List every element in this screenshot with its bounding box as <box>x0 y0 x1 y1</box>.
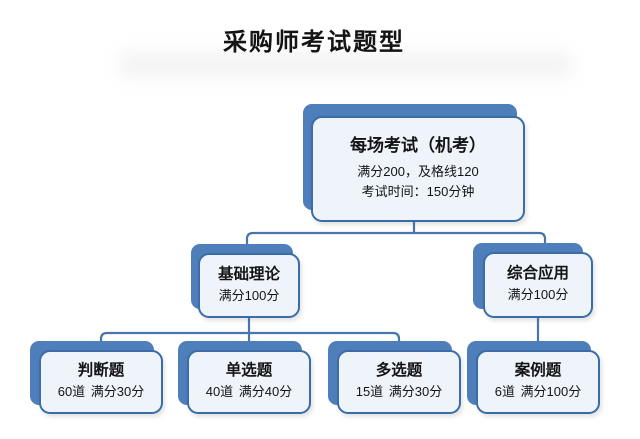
node-single-choice-heading: 单选题 <box>225 362 273 380</box>
watermark-smudge <box>118 52 573 78</box>
node-exam-heading: 每场考试（机考） <box>350 136 486 156</box>
node-exam-card: 每场考试（机考） 满分200，及格线120 考试时间：150分钟 <box>311 116 525 222</box>
node-exam: 每场考试（机考） 满分200，及格线120 考试时间：150分钟 <box>303 104 533 230</box>
node-single-choice-card: 单选题 40道 满分40分 <box>187 350 311 414</box>
node-exam-line-2: 考试时间：150分钟 <box>361 184 475 200</box>
node-single-choice: 单选题 40道 满分40分 <box>178 341 314 417</box>
node-comprehensive-line-1: 满分100分 <box>507 287 569 303</box>
connector-level2-elbow <box>245 231 547 255</box>
node-comprehensive-heading: 综合应用 <box>506 265 569 283</box>
node-case-study-card: 案例题 6道 满分100分 <box>476 350 600 414</box>
node-judgment-card: 判断题 60道 满分30分 <box>39 350 163 414</box>
node-basic-theory-card: 基础理论 满分100分 <box>198 253 300 318</box>
node-case-study-line-1: 6道 满分100分 <box>494 384 582 400</box>
node-case-study: 案例题 6道 满分100分 <box>467 341 603 417</box>
node-case-study-heading: 案例题 <box>514 362 562 380</box>
node-comprehensive: 综合应用 满分100分 <box>473 243 595 321</box>
page-title: 采购师考试题型 <box>223 29 405 56</box>
node-multiple-choice-card: 多选题 15道 满分30分 <box>337 350 461 414</box>
node-basic-theory: 基础理论 满分100分 <box>191 244 303 322</box>
node-basic-theory-heading: 基础理论 <box>217 265 280 283</box>
node-multiple-choice-heading: 多选题 <box>375 362 423 380</box>
node-multiple-choice-line-1: 15道 满分30分 <box>355 384 443 400</box>
node-comprehensive-card: 综合应用 满分100分 <box>483 252 593 318</box>
node-single-choice-line-1: 40道 满分40分 <box>205 384 293 400</box>
node-judgment-line-1: 60道 满分30分 <box>57 384 145 400</box>
node-basic-theory-line-1: 满分100分 <box>218 287 280 303</box>
node-multiple-choice: 多选题 15道 满分30分 <box>328 341 464 417</box>
node-exam-line-1: 满分200，及格线120 <box>357 164 479 180</box>
node-judgment: 判断题 60道 满分30分 <box>30 341 166 417</box>
connector-row-elbow <box>99 331 401 354</box>
node-judgment-heading: 判断题 <box>77 362 125 380</box>
